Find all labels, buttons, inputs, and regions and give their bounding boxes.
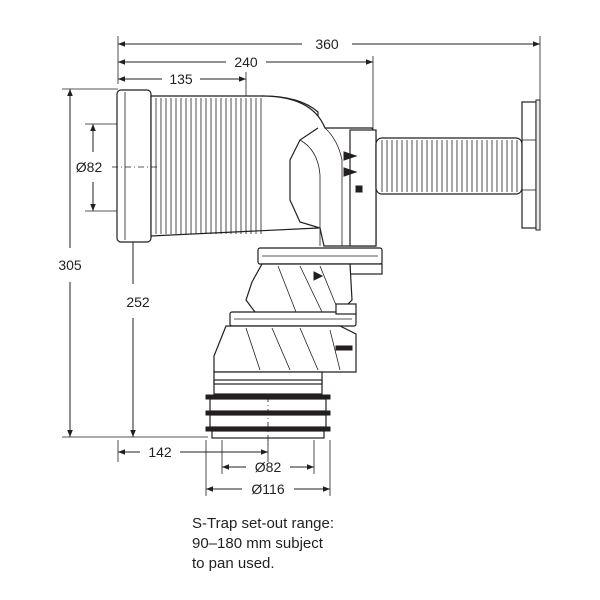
dimension-outlet-diameter: Ø82 [221, 440, 315, 475]
setout-note-line-1: S-Trap set-out range: [192, 515, 335, 532]
dimension-305: 305 [58, 88, 208, 438]
setout-note-line-3: to pan used. [192, 555, 275, 572]
dimension-360: 360 [117, 36, 541, 100]
dimension-240-label: 240 [234, 54, 258, 70]
pan-connector [112, 89, 541, 446]
dimension-inlet-diameter: Ø82 [76, 123, 122, 212]
side-flange [521, 101, 537, 229]
dimension-outlet-outer-diameter: Ø116 [205, 440, 331, 497]
dimension-135: 135 [118, 71, 247, 96]
dimension-252-label: 252 [126, 294, 150, 310]
dimension-inlet-diameter-label: Ø82 [76, 159, 103, 175]
dimension-142-label: 142 [148, 444, 172, 460]
dimension-305-label: 305 [58, 257, 82, 273]
dimension-360-label: 360 [315, 36, 339, 52]
elbow-body [261, 95, 377, 247]
dimension-135-label: 135 [169, 71, 193, 87]
dimension-outlet-outer-diameter-label: Ø116 [251, 481, 284, 497]
dimension-240: 240 [118, 54, 374, 132]
setout-note-line-2: 90–180 mm subject [192, 535, 323, 552]
inlet-collar [116, 89, 152, 243]
setout-note: S-Trap set-out range: 90–180 mm subject … [192, 514, 432, 574]
dimension-142: 142 [117, 440, 269, 462]
dimension-outlet-diameter-label: Ø82 [255, 459, 282, 475]
elbow-socket [349, 129, 377, 247]
side-flexible-pipe [375, 137, 523, 195]
